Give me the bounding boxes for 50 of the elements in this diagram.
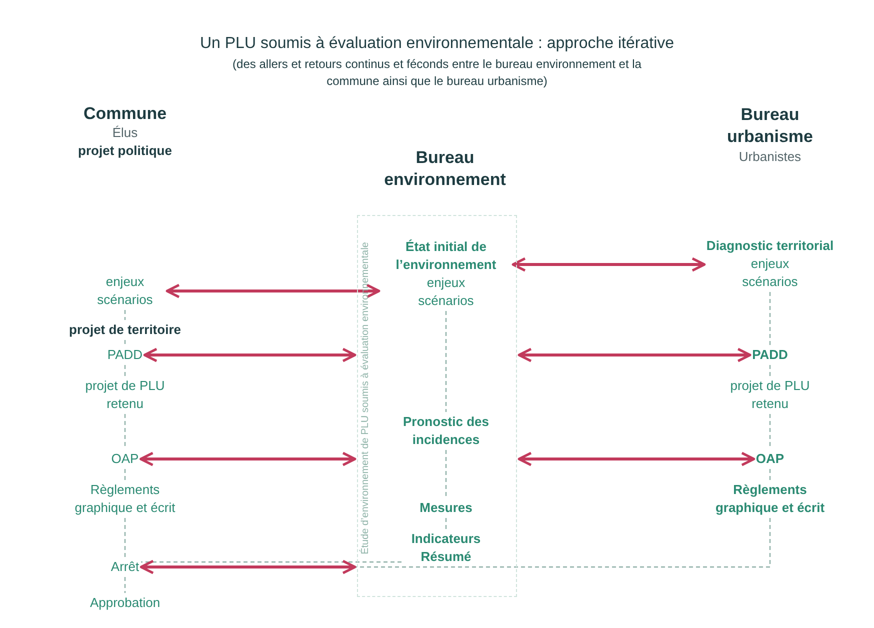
dashed-connector	[124, 310, 126, 320]
step-label: Arrêt	[110, 558, 140, 576]
step-label: Approbation	[90, 594, 160, 612]
dashed-connector	[124, 518, 126, 557]
subtitle: (des allers et retours continus et féconds entre le bureau environnement et la commune ainsi que le bureau urbanisme)	[232, 56, 642, 90]
step-label: enjeux scénarios	[741, 255, 799, 291]
step-label: PADD	[752, 346, 788, 364]
dashed-connector	[445, 518, 447, 529]
column-heading: Bureau environnement	[383, 147, 507, 191]
dashed-connector	[445, 311, 447, 412]
double-arrow	[140, 560, 356, 574]
column-subheading: Urbanistes	[738, 148, 802, 166]
step-label: Pronostic des incidences	[391, 413, 501, 449]
dashed-connector	[124, 469, 126, 480]
double-arrow	[518, 348, 752, 362]
double-arrow	[143, 348, 356, 362]
step-label: Règlements graphique et écrit	[700, 481, 840, 517]
dashed-connector	[769, 365, 771, 376]
diagram-title: Un PLU soumis à évaluation environnementale : approche itérative	[198, 34, 676, 54]
column-heading: Bureau urbanisme	[726, 104, 814, 148]
step-label: projet de territoire	[69, 321, 181, 339]
step-label: PADD	[107, 346, 143, 364]
dashed-connector	[445, 450, 447, 498]
dashed-connector	[141, 561, 402, 563]
step-label: projet de PLU retenu	[722, 377, 818, 413]
step-label: Règlements graphique et écrit	[62, 481, 188, 517]
step-label: OAP	[111, 450, 139, 468]
double-arrow	[166, 284, 380, 298]
double-arrow	[518, 452, 756, 466]
step-label: enjeux scénarios	[417, 274, 475, 310]
dashed-connector	[124, 577, 126, 593]
dashed-connector	[769, 469, 771, 480]
dashed-frame	[357, 215, 517, 597]
step-label: enjeux scénarios	[85, 273, 165, 309]
step-label: OAP	[756, 450, 784, 468]
step-heading: Diagnostic territorial	[706, 237, 834, 255]
dashed-connector	[124, 365, 126, 376]
column-subheading: Élus	[111, 124, 139, 142]
double-arrow	[512, 257, 706, 272]
step-label: Mesures	[420, 499, 472, 517]
step-label: projet de PLU retenu	[78, 377, 172, 413]
column-subheading: projet politique	[77, 142, 173, 160]
dashed-connector	[124, 340, 126, 345]
dashed-connector	[124, 414, 126, 449]
column-heading: Commune	[82, 104, 168, 124]
dashed-connector	[769, 292, 771, 345]
dashed-connector	[769, 414, 771, 449]
vertical-caption: Étude d’environnement de PLU soumis à évaluation environnementale	[360, 242, 372, 554]
double-arrow	[140, 452, 356, 466]
step-label: Indicateurs Résumé	[404, 530, 488, 566]
